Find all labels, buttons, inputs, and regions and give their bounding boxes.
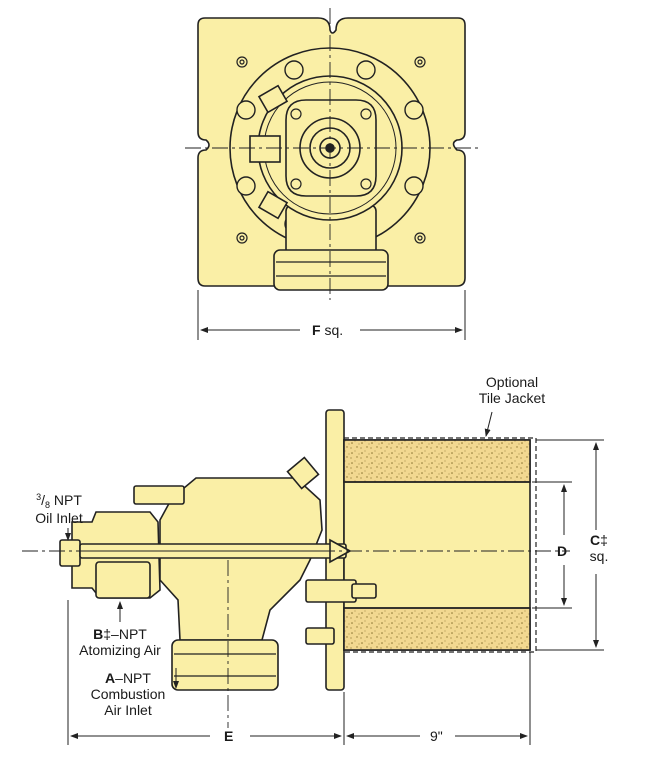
dimension-F-suffix: sq. xyxy=(324,322,344,338)
oil-inlet-size-num: 3 xyxy=(36,492,42,502)
corner-bolt xyxy=(236,56,426,244)
oil-inlet-line1: 3/8 NPT xyxy=(36,492,82,510)
combustion-air-inlet xyxy=(171,639,279,691)
combustion-air-line1: A–NPT xyxy=(80,670,176,686)
tile-jacket-line1: Optional xyxy=(485,374,539,390)
dimension-E-label: E xyxy=(224,728,233,744)
atomizing-air-line2: Atomizing Air xyxy=(79,642,161,658)
oil-inlet-label: 3/8 NPT Oil Inlet xyxy=(18,492,100,526)
dimension-C-suffix: sq. xyxy=(589,548,609,564)
dimension-D-letter: D xyxy=(557,543,568,559)
dimension-E-letter: E xyxy=(224,728,234,744)
oil-inlet-size-den: 8 xyxy=(45,500,51,510)
dimension-C-line1: C‡ xyxy=(584,532,614,548)
combustion-air-line3: Air Inlet xyxy=(104,702,152,718)
lower-fitting xyxy=(305,627,335,645)
dimension-D-label: D xyxy=(557,543,567,559)
atomizing-air-line1: B‡–NPT xyxy=(62,626,178,642)
combustion-air-line2: Combustion xyxy=(90,686,166,702)
dimension-F-letter: F xyxy=(312,322,321,338)
atomizing-air-npt: ‡–NPT xyxy=(103,626,147,642)
air-inlet-flange xyxy=(273,249,389,291)
oil-inlet-npt: NPT xyxy=(53,492,82,508)
side-centerlines xyxy=(22,550,570,728)
leader-lines xyxy=(65,411,493,689)
top-view xyxy=(197,17,466,291)
top-centerlines xyxy=(185,8,478,300)
atomizing-air-letter: B xyxy=(93,626,104,642)
insulation-top xyxy=(343,439,531,483)
top-boss xyxy=(133,485,185,505)
pilot-fitting xyxy=(305,579,357,603)
tile-jacket-label: Optional Tile Jacket xyxy=(462,374,562,406)
oil-inlet-fitting xyxy=(59,539,81,567)
valve-bolt xyxy=(290,108,372,190)
dimension-C-letter: C xyxy=(590,532,601,548)
dimension-9-text: 9" xyxy=(430,728,443,744)
combustion-air-label: A–NPT Combustion Air Inlet xyxy=(80,670,176,718)
atomizing-air-label: B‡–NPT Atomizing Air xyxy=(62,626,178,658)
dimension-F-lines xyxy=(197,290,466,340)
side-dimension-lines xyxy=(67,439,604,745)
oil-inlet-line2: Oil Inlet xyxy=(35,510,83,526)
dimension-F-label: F sq. xyxy=(312,322,343,338)
combustion-air-letter: A xyxy=(105,670,116,686)
burner-body xyxy=(159,477,323,641)
dimension-C-label: C‡ sq. xyxy=(584,532,614,564)
tile-jacket-outline xyxy=(344,437,537,653)
dimension-C-mark: ‡ xyxy=(600,532,608,548)
side-port xyxy=(249,135,281,163)
dimension-9-label: 9" xyxy=(430,728,443,744)
tile-jacket-line2: Tile Jacket xyxy=(478,390,546,406)
side-view xyxy=(59,409,537,691)
combustion-air-npt: –NPT xyxy=(115,670,151,686)
insulation-bottom xyxy=(343,607,531,651)
